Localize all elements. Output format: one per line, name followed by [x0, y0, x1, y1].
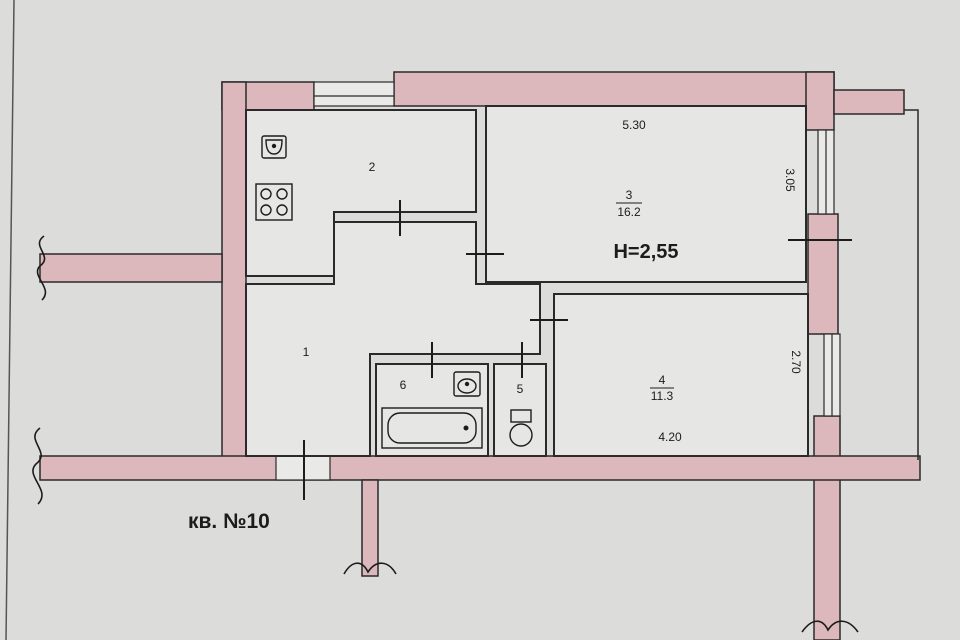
room-1-hall: [245, 221, 541, 457]
room-4-depth-dimension: 2.70: [789, 350, 803, 374]
labels: 1 2 3 16.2 4 11.3 5 6 5.30 3.05 4.20 2.7…: [303, 118, 803, 444]
break-symbols: [32, 235, 859, 633]
room-4-area: 11.3: [651, 389, 674, 403]
room-3-number: 3: [626, 188, 633, 202]
room-5-number: 5: [517, 382, 524, 396]
wall-bottom-stub: [361, 479, 379, 577]
toilet-icon: [509, 409, 533, 447]
washbasin-icon: [453, 371, 481, 397]
apartment-label: кв. №10: [188, 510, 270, 533]
window-kitchen: [313, 81, 395, 107]
stove-icon: [255, 183, 293, 221]
balcony-outline: [904, 109, 919, 460]
room-3-width-dimension: 5.30: [622, 118, 646, 132]
wall-balcony-top: [833, 89, 905, 115]
kitchen-sink-icon: [261, 135, 287, 159]
door-marks: [303, 200, 852, 500]
room-3-area: 16.2: [617, 205, 641, 219]
wall-left: [221, 81, 247, 461]
room-2-kitchen: [245, 109, 477, 277]
room-6-bathroom: [375, 363, 489, 457]
wall-bottom: [39, 455, 921, 481]
room-6-number: 6: [400, 378, 407, 392]
wall-right-middle: [807, 213, 839, 335]
room-4-number: 4: [659, 373, 666, 387]
wall-right-upper: [805, 71, 835, 131]
room-3: [485, 105, 807, 283]
ceiling-height-note: H=2,55: [613, 241, 678, 263]
rooms: [245, 105, 809, 457]
paper-left-edge: [5, 0, 15, 640]
room-1-number: 1: [303, 345, 310, 359]
room-4-width-dimension: 4.20: [658, 430, 682, 444]
room-3-depth-dimension: 3.05: [783, 168, 797, 192]
wall-top-right: [393, 71, 835, 107]
room-2-number: 2: [369, 160, 376, 174]
wall-left-stub-upper: [39, 253, 223, 283]
bathtub-icon: [381, 407, 483, 449]
wall-right-lower: [813, 415, 841, 640]
room-4: [553, 293, 809, 457]
